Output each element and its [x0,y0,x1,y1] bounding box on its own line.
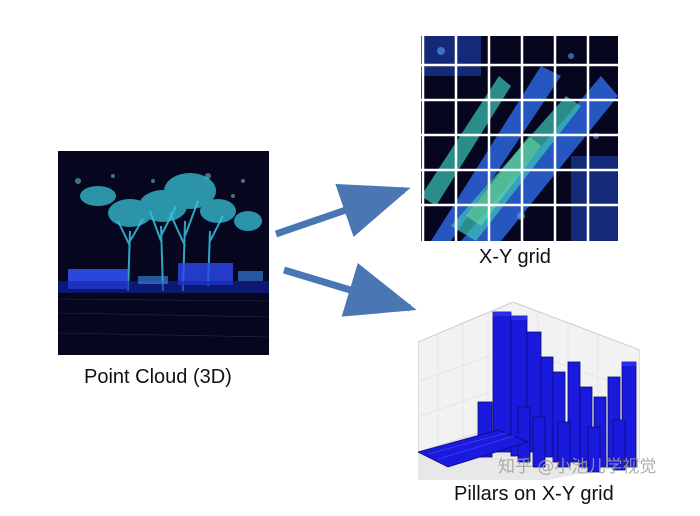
xy-grid-caption: X-Y grid [479,246,551,268]
arrow-to-pillars [282,263,417,317]
watermark-text: 知乎 @小池儿学视觉 [498,457,657,477]
pillars-axis-tick: 8 [621,457,626,467]
arrow-to-xy-grid [274,184,411,238]
xy-grid-image [421,36,618,241]
point-cloud-image [58,151,269,355]
pillars-image: 8 [418,302,640,480]
pillars-caption: Pillars on X-Y grid [454,483,614,505]
arrows-diagram [274,184,417,317]
point-cloud-caption: Point Cloud (3D) [84,366,232,388]
